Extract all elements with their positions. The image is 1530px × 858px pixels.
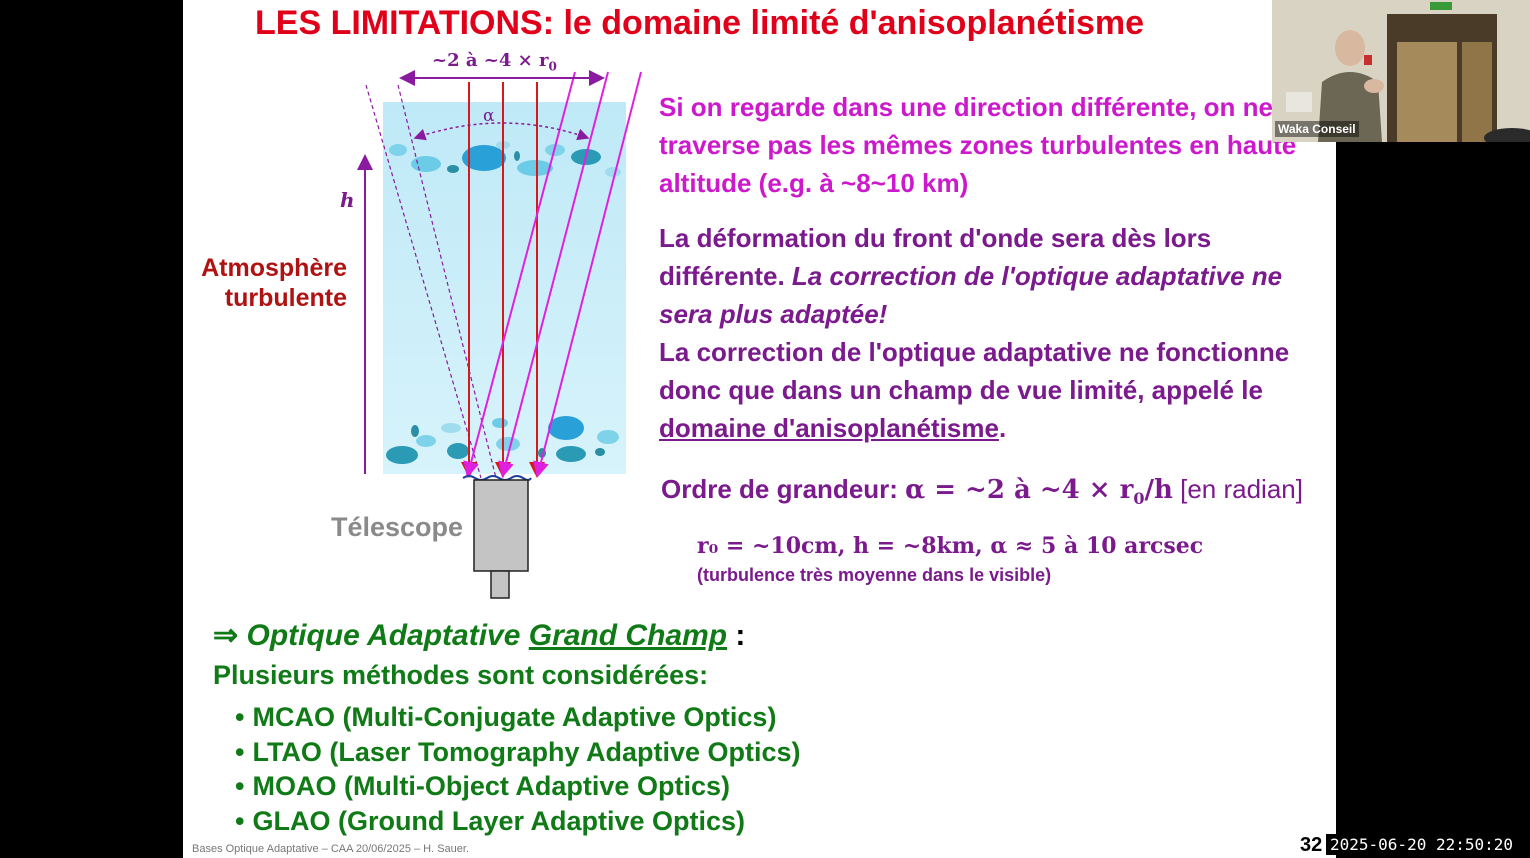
alpha-label: α (483, 106, 495, 126)
order-of-magnitude: Ordre de grandeur: α = ~2 à ~4 × r0/h [e… (661, 474, 1303, 509)
width-label: ~2 à ~4 × r0 (432, 50, 557, 74)
methods-list: •MCAO (Multi-Conjugate Adaptive Optics) … (235, 700, 801, 838)
anisoplanatism-diagram (357, 70, 642, 599)
telescope-base (490, 570, 510, 599)
alpha-formula: α = ~2 à ~4 × r (905, 475, 1134, 505)
paragraph-wavefront: La déformation du front d'onde sera dès … (659, 223, 1290, 443)
height-label: h (340, 188, 355, 212)
telescope-label: Télescope (331, 512, 464, 542)
para2-line1: La déformation du front d'onde sera dès … (659, 223, 1212, 291)
paragraph-direction: Si on regarde dans une direction différe… (659, 92, 1297, 198)
bullet-icon: • (235, 805, 245, 836)
list-item: •GLAO (Ground Layer Adaptive Optics) (235, 805, 746, 836)
webcam-thumbnail[interactable]: Waka Conseil (1272, 0, 1530, 142)
bullet-icon: • (235, 771, 245, 801)
slide-title: LES LIMITATIONS: le domaine limité d'ani… (255, 4, 1145, 42)
telescope-body (473, 479, 529, 572)
presentation-slide: LES LIMITATIONS: le domaine limité d'ani… (183, 0, 1336, 858)
grand-champ-term: Grand Champ (528, 619, 728, 652)
list-item: •MCAO (Multi-Conjugate Adaptive Optics) (235, 702, 777, 732)
bullet-icon: • (235, 702, 245, 732)
grand-champ-heading: ⇒ Optique Adaptative Grand Champ : (213, 619, 746, 652)
implies-arrow-icon: ⇒ (213, 619, 247, 652)
list-item: •MOAO (Multi-Object Adaptive Optics) (235, 771, 730, 801)
anisoplanatism-term: domaine d'anisoplanétisme (659, 413, 999, 443)
webcam-participant-name: Waka Conseil (1275, 121, 1359, 137)
para2-italic: La correction de l'optique adaptative ne… (659, 261, 1283, 329)
typical-values-note: (turbulence très moyenne dans le visible… (697, 565, 1052, 585)
slide-number: 32 (1300, 834, 1323, 856)
para2-line2: La correction de l'optique adaptative ne… (659, 337, 1290, 405)
typical-values: r₀ = ~10cm, h = ~8km, α ≈ 5 à 10 arcsec (697, 533, 1204, 559)
list-item: •LTAO (Laser Tomography Adaptive Optics) (235, 736, 801, 767)
atmosphere-label: Atmosphère turbulente (201, 254, 347, 312)
methods-intro: Plusieurs méthodes sont considérées: (213, 660, 709, 690)
webcam-scene (1272, 0, 1530, 142)
bullet-icon: • (235, 736, 245, 767)
recording-timestamp: 2025-06-20 22:50:20 (1326, 834, 1518, 855)
slide-footer: Bases Optique Adaptative – CAA 20/06/202… (192, 843, 470, 855)
